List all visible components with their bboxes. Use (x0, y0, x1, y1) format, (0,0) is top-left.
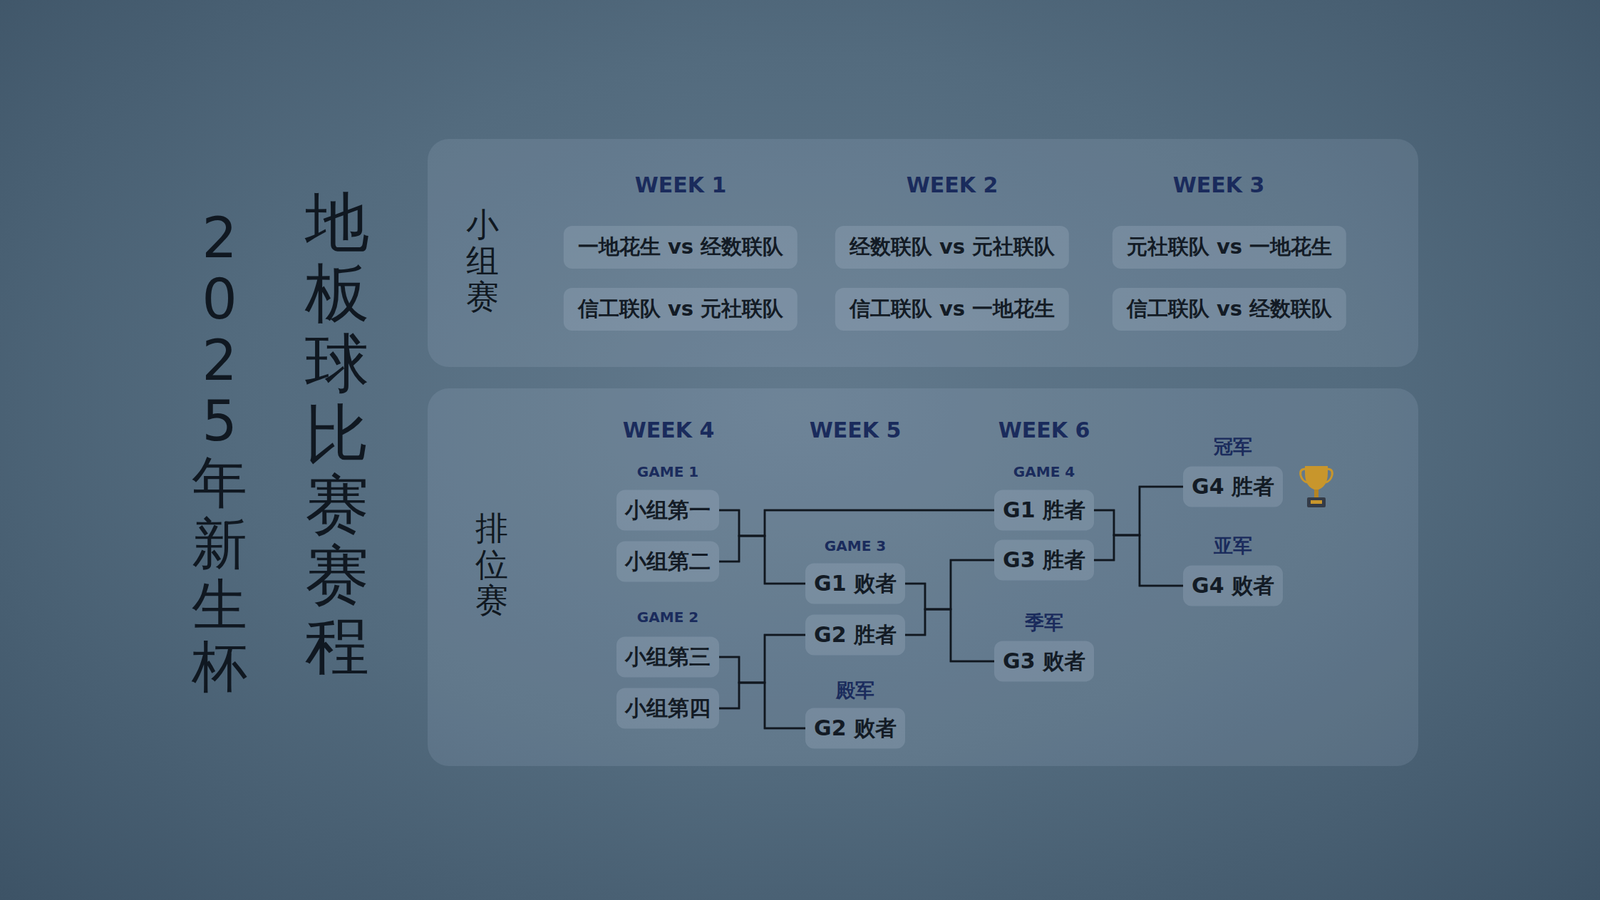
bracket-line (719, 510, 806, 584)
week-label: WEEK 1 (635, 172, 727, 198)
bracket-box: 小组第二 (616, 541, 720, 583)
game-label: GAME 3 (824, 537, 886, 555)
node-text: 信工联队 vs 元社联队 (577, 295, 784, 324)
rank-label: 亚军 (1213, 533, 1253, 559)
trophy-icon (1298, 463, 1335, 511)
node-text: 小组第四 (625, 694, 711, 724)
bracket-box: G2 败者 (805, 708, 906, 750)
game-label: GAME 2 (637, 608, 699, 626)
bracket-box: G1 胜者 (994, 490, 1094, 531)
node-text: G3 胜者 (1002, 545, 1086, 576)
match-pill: 一地花生 vs 经数联队 (563, 225, 798, 269)
week-label: WEEK 6 (998, 417, 1091, 443)
match-pill: 元社联队 vs 一地花生 (1112, 225, 1347, 269)
rank-label: 季军 (1024, 610, 1064, 636)
node-text: 信工联队 vs 经数联队 (1126, 295, 1333, 324)
node-text: 经数联队 vs 元社联队 (849, 233, 1055, 262)
node-text: G2 败者 (813, 714, 897, 744)
game-label: GAME 1 (637, 463, 699, 481)
bracket-line (1093, 535, 1184, 586)
bracket-line (1093, 510, 1184, 586)
bracket-box: G2 胜者 (805, 615, 906, 656)
section-label: 排位赛 (475, 510, 509, 619)
bracket-box: G1 败者 (805, 563, 906, 605)
bracket-line (905, 560, 995, 610)
node-text: G4 败者 (1191, 571, 1275, 601)
bracket-line (719, 510, 995, 536)
bracket-box: G3 胜者 (994, 540, 1094, 581)
week-label: WEEK 4 (622, 417, 715, 443)
node-text: G2 胜者 (813, 620, 897, 650)
bracket-line (719, 535, 806, 584)
bracket-line (719, 657, 806, 729)
node-text: 小组第二 (625, 547, 711, 577)
week-label: WEEK 2 (906, 172, 999, 198)
node-text: G1 败者 (813, 569, 897, 599)
node-text: G3 败者 (1002, 647, 1086, 677)
rank-label: 冠军 (1213, 434, 1253, 460)
node-text: 信工联队 vs 一地花生 (849, 295, 1055, 324)
week-label: WEEK 3 (1173, 172, 1266, 198)
node-text: G1 胜者 (1002, 496, 1086, 526)
node-text: 小组第三 (625, 642, 711, 673)
event-title: 2025年新生杯 (191, 208, 248, 698)
bracket-line (719, 635, 806, 683)
bracket-line (719, 682, 806, 729)
bracket-line (905, 609, 995, 662)
week-label: WEEK 5 (809, 417, 902, 443)
bracket-line (905, 583, 995, 662)
node-text: G4 胜者 (1191, 472, 1275, 502)
bracket-box: 小组第四 (616, 688, 720, 730)
bracket-line (719, 635, 806, 709)
bracket-box: G4 胜者 (1183, 466, 1283, 508)
section-label: 小组赛 (466, 206, 499, 316)
bracket-line (905, 560, 995, 636)
rank-label: 殿军 (835, 677, 875, 704)
bracket-line (1093, 486, 1184, 561)
node-text: 一地花生 vs 经数联队 (577, 233, 784, 262)
bracket-box: G3 败者 (994, 641, 1094, 683)
game-label: GAME 4 (1013, 463, 1075, 481)
bracket-box: 小组第一 (616, 490, 720, 531)
match-pill: 经数联队 vs 元社联队 (835, 225, 1070, 269)
match-pill: 信工联队 vs 元社联队 (563, 287, 798, 331)
node-text: 小组第一 (625, 496, 711, 526)
match-pill: 信工联队 vs 经数联队 (1112, 287, 1347, 331)
node-text: 元社联队 vs 一地花生 (1126, 233, 1333, 262)
page-title: 地板球比赛赛程 (305, 186, 370, 681)
bracket-box: G4 败者 (1183, 565, 1283, 607)
bracket-box: 小组第三 (616, 637, 720, 678)
match-pill: 信工联队 vs 一地花生 (835, 287, 1070, 331)
